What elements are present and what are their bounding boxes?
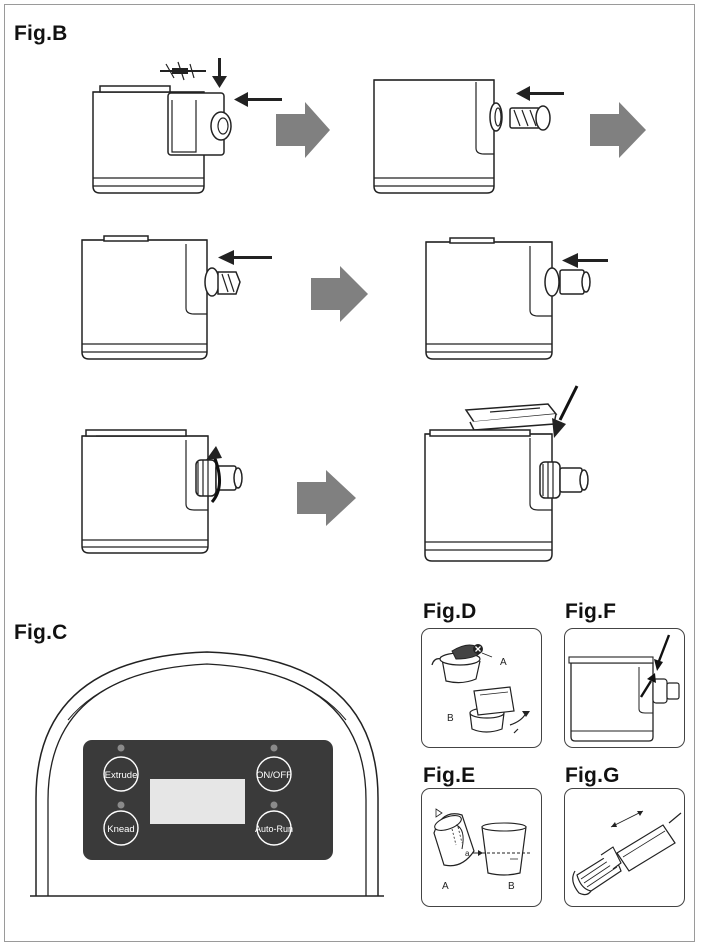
- fig-f-label: Fig.F: [565, 600, 617, 623]
- step-5-rotate-arrow: [206, 446, 222, 503]
- step-2-machine: [373, 79, 503, 194]
- extrude-led: [117, 744, 125, 752]
- step-3-arrow-left: [218, 250, 272, 265]
- fig-b-diagram: [81, 58, 646, 562]
- step-1-machine: [92, 85, 232, 194]
- step-arrow-4: [297, 470, 356, 526]
- fig-d-label: Fig.D: [423, 600, 477, 623]
- step-arrow-3: [311, 266, 368, 322]
- fig-e-diagram: A a B: [433, 808, 530, 892]
- step-arrow-1: [276, 102, 330, 158]
- fig-e-label: Fig.E: [423, 764, 476, 787]
- step-4-machine: [425, 237, 591, 360]
- svg-text:a: a: [465, 849, 470, 858]
- on-off-led: [270, 744, 278, 752]
- fig-d-label-b: B: [447, 713, 454, 724]
- fig-g-diagram: [572, 810, 682, 896]
- knead-button[interactable]: Knead: [103, 810, 139, 846]
- fig-c-label: Fig.C: [14, 621, 68, 644]
- fig-d-diagram: A B: [431, 644, 530, 734]
- on-off-label: ON/OFF: [256, 770, 292, 781]
- fig-f-diagram: [568, 634, 680, 742]
- extrude-button[interactable]: Extrude: [103, 756, 139, 792]
- page-frame: [4, 4, 695, 942]
- fig-c-diagram: Extrude ON/OFF Knead Auto-Run: [30, 651, 384, 897]
- fig-d-box: A B: [421, 628, 542, 748]
- step-2-arrow-left: [516, 86, 564, 101]
- fig-f-box: [564, 628, 685, 748]
- step-arrow-2: [590, 102, 646, 158]
- fig-d-label-a: A: [500, 657, 507, 668]
- step-6-machine: [424, 433, 589, 562]
- fig-b-label: Fig.B: [14, 22, 68, 45]
- step-6-arrow-diag: [552, 385, 579, 438]
- step-1-arrow-left: [234, 92, 282, 107]
- step-1-paddle: [160, 61, 206, 81]
- fig-e-box: A a B: [421, 788, 542, 907]
- auto-run-button[interactable]: Auto-Run: [255, 810, 293, 846]
- auto-run-label: Auto-Run: [255, 824, 293, 834]
- display-screen: [150, 779, 245, 824]
- step-5-machine: [81, 429, 243, 554]
- auto-run-led: [270, 801, 278, 809]
- fig-g-box: [564, 788, 685, 907]
- on-off-button[interactable]: ON/OFF: [256, 756, 292, 792]
- step-2-auger: [509, 105, 551, 131]
- extrude-label: Extrude: [105, 770, 138, 781]
- knead-led: [117, 801, 125, 809]
- step-1-arrow-down: [212, 58, 227, 88]
- step-6-lid: [429, 403, 558, 437]
- step-4-arrow-left: [562, 253, 608, 268]
- knead-label: Knead: [107, 824, 134, 835]
- fig-e-label-b: B: [508, 881, 515, 892]
- step-3-machine: [81, 235, 241, 360]
- fig-g-label: Fig.G: [565, 764, 620, 787]
- fig-e-label-a: A: [442, 881, 449, 892]
